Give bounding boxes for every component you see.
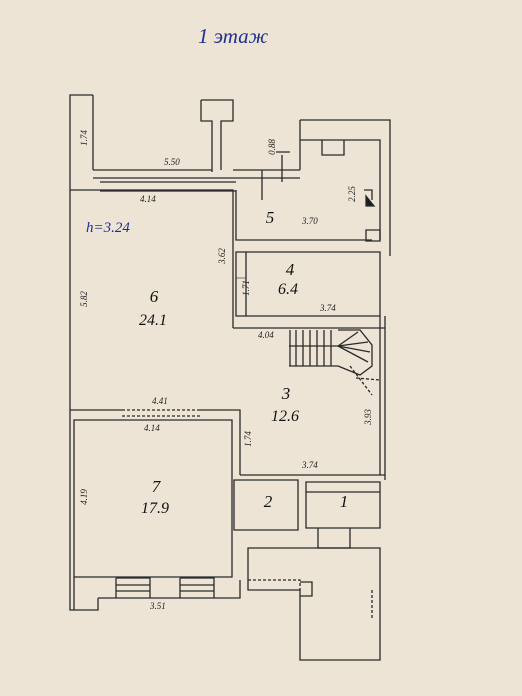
dim-label: 3.74 <box>302 460 318 470</box>
dim-label: 0.88 <box>266 139 277 155</box>
divider-opening <box>122 409 200 417</box>
room-6-area: 24.1 <box>139 312 167 329</box>
dim-label: 3.51 <box>150 601 166 611</box>
stairs-winders <box>337 331 371 363</box>
entrance-step <box>317 528 351 549</box>
dim-label: 3.93 <box>362 409 373 425</box>
room2-walls <box>233 479 299 531</box>
rear-block-left <box>200 100 213 172</box>
room7-walls <box>73 419 233 578</box>
stairs-turn <box>337 329 373 376</box>
bottom-wall <box>73 577 241 610</box>
room-3-area: 12.6 <box>271 408 299 425</box>
dim-label: 5.50 <box>164 157 180 167</box>
rear-porch <box>299 119 391 170</box>
entrance-threshold <box>248 579 301 590</box>
dim-label: 5.82 <box>78 291 89 307</box>
dim-label: 3.70 <box>302 216 318 226</box>
dim-label: 2.25 <box>346 186 357 202</box>
right-wall-mid <box>379 316 386 480</box>
dim-label: 4.14 <box>140 194 156 204</box>
rear-block <box>201 99 234 170</box>
top-wall <box>93 169 300 179</box>
outer-wall-left <box>69 94 99 611</box>
right-wall-top <box>379 150 391 256</box>
room5-walls <box>235 190 372 241</box>
room-4-area: 6.4 <box>278 281 298 298</box>
rear-porch-step <box>321 140 345 156</box>
vent-marker <box>365 194 376 207</box>
floor-title: 1 этаж <box>198 24 269 48</box>
entrance-porch <box>247 547 381 661</box>
shaft <box>365 229 381 242</box>
room-2-number: 2 <box>263 492 273 511</box>
stairs-guide <box>349 365 381 396</box>
dim-label: 4.14 <box>144 423 160 433</box>
stairs-treads <box>289 330 332 366</box>
bottom-windows <box>115 577 215 598</box>
entrance-post <box>300 581 313 597</box>
ceiling-height-label: h=3.24 <box>86 220 130 236</box>
bottom-window-panes <box>116 584 214 592</box>
dim-label: 1.71 <box>240 280 251 296</box>
dim-label: 4.41 <box>152 396 168 406</box>
room6-wall-right <box>70 189 234 328</box>
room1-walls <box>305 481 381 529</box>
dim-label: 1.74 <box>78 130 89 146</box>
room-4-number: 4 <box>285 260 295 279</box>
room-7-area: 17.9 <box>141 500 169 517</box>
room-1-number: 1 <box>339 492 349 511</box>
dim-label: 1.74 <box>242 431 253 447</box>
stairs-rails <box>289 345 338 367</box>
room-7-number: 7 <box>151 477 161 496</box>
room-3-number: 3 <box>281 384 291 403</box>
room-5-number: 5 <box>265 208 275 227</box>
vent <box>364 189 373 200</box>
dim-label: 3.62 <box>216 248 227 264</box>
dim-label: 3.74 <box>320 303 336 313</box>
top-window <box>100 181 236 192</box>
dim-label: 4.19 <box>78 489 89 505</box>
room-6-number: 6 <box>149 287 159 306</box>
room5-door <box>261 151 290 200</box>
dim-label: 4.04 <box>258 330 274 340</box>
